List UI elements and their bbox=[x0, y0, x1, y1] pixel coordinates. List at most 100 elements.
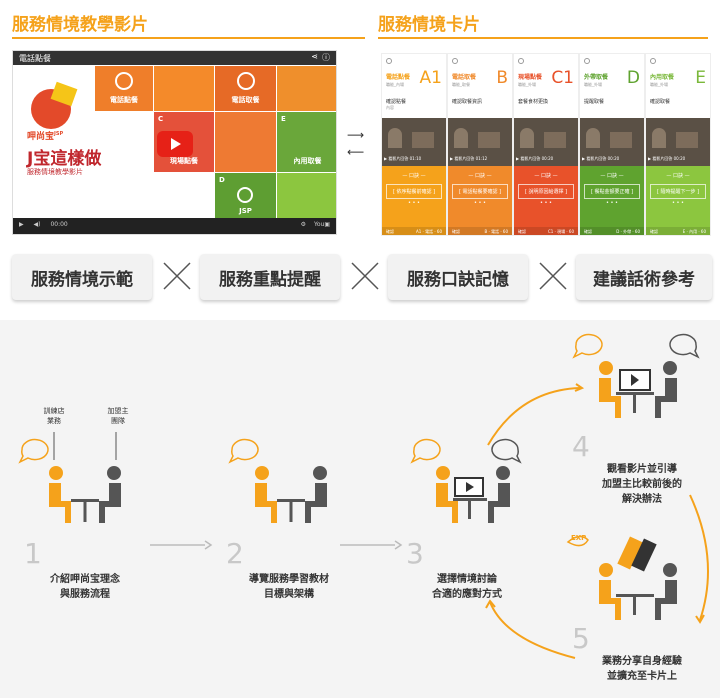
chip-scripts: 建議話術參考 bbox=[576, 254, 712, 300]
step1-figure bbox=[19, 432, 121, 523]
card-play-line[interactable]: ▶ 看影片回答 01:12 bbox=[450, 156, 488, 161]
card-desc: 套餐食材更換 bbox=[518, 99, 549, 105]
card-play-line[interactable]: ▶ 看影片回答 00:20 bbox=[582, 156, 620, 161]
label-franchisee: 加盟主 團隊 bbox=[107, 407, 129, 425]
card-photo: ▶ 看影片回答 01:10 bbox=[382, 118, 446, 166]
volume-icon[interactable]: ◀) bbox=[33, 221, 41, 228]
times-icon bbox=[539, 262, 567, 290]
play-button[interactable] bbox=[157, 131, 193, 157]
card-tag: 內用取餐 bbox=[650, 74, 675, 81]
card-rule: [ 說明原因給選擇 ] bbox=[518, 184, 574, 199]
video-subtitle: 服務情境教學影片 bbox=[27, 168, 83, 176]
card-sub: 職能_外場 bbox=[518, 82, 536, 87]
card-photo: ▶ 看影片回答 00:20 bbox=[646, 118, 710, 166]
chip-mnemonic: 服務口訣記憶 bbox=[388, 254, 528, 300]
play-control-icon[interactable]: ▶ bbox=[19, 221, 24, 228]
video-section-rule bbox=[12, 37, 365, 39]
step3-text: 選擇情境討論 合適的應對方式 bbox=[432, 574, 502, 600]
cards-section-title: 服務情境卡片 bbox=[378, 15, 480, 35]
hole-icon bbox=[518, 58, 524, 64]
card-letter: A1 bbox=[419, 68, 442, 88]
step1-text: 介紹呷尚宝理念 與服務流程 bbox=[50, 574, 120, 600]
step3-number: 3 bbox=[406, 537, 424, 570]
step4-number: 4 bbox=[572, 430, 590, 463]
tile-green bbox=[277, 173, 336, 221]
card-kou: — 口訣 — bbox=[600, 173, 624, 179]
card-desc: 確認取餐資訊 bbox=[452, 99, 483, 105]
phone-bag-icon bbox=[237, 72, 255, 90]
card-rule: [ 餐點金額要正確 ] bbox=[584, 184, 640, 199]
card-kou: — 口訣 — bbox=[468, 173, 492, 179]
card-desc: 確認點餐內容 bbox=[386, 99, 407, 110]
card-sub: 職能_內場 bbox=[386, 82, 404, 87]
card-tag: 電話取餐 bbox=[452, 74, 477, 81]
step2-text: 導覽服務學習教材 目標與架構 bbox=[249, 574, 329, 600]
process-flow-diagram bbox=[19, 333, 709, 659]
card-kou: — 口訣 — bbox=[402, 173, 426, 179]
scenario-card[interactable]: 外帶取餐 D 職能_外場 提醒取餐 ▶ 看影片回答 00:20 — 口訣 — [… bbox=[579, 53, 645, 236]
video-section-title: 服務情境教學影片 bbox=[12, 15, 148, 35]
card-letter: C1 bbox=[551, 68, 574, 88]
step4-text: 觀看影片並引導 加盟主比較前後的 解決辦法 bbox=[602, 464, 682, 505]
step5-text: 業務分享自身經驗 並擴充至卡片上 bbox=[602, 656, 682, 682]
card-play-line[interactable]: ▶ 看影片回答 00:20 bbox=[648, 156, 686, 161]
video-controls: ▶ ◀) 00:00 ⚙ You▣ bbox=[13, 218, 336, 234]
scenario-card[interactable]: 電話取餐 B 職能_取餐 確認取餐資訊 ▶ 看影片回答 01:12 — 口訣 —… bbox=[447, 53, 513, 236]
tile-phone-pickup[interactable]: 電話取餐 bbox=[215, 66, 276, 111]
card-letter: D bbox=[626, 68, 640, 88]
scenario-card[interactable]: 現場點餐 C1 職能_外場 套餐食材更換 ▶ 看影片回答 00:20 — 口訣 … bbox=[513, 53, 579, 236]
info-icon[interactable]: ⓘ bbox=[322, 53, 330, 62]
card-play-line[interactable]: ▶ 看影片回答 01:10 bbox=[384, 156, 422, 161]
play-icon bbox=[171, 138, 181, 150]
tile-takeout[interactable]: D JSP bbox=[215, 173, 276, 221]
hole-icon bbox=[452, 58, 458, 64]
card-rule: [ 依序點餐前確認 ] bbox=[386, 184, 442, 199]
label-trainer: 訓練店 業務 bbox=[43, 407, 65, 425]
step3-figure bbox=[411, 438, 521, 523]
tile-orange bbox=[154, 66, 214, 111]
card-sub: 職能_外場 bbox=[584, 82, 602, 87]
card-photo: ▶ 看影片回答 00:20 bbox=[514, 118, 578, 166]
settings-icon[interactable]: ⚙ bbox=[300, 221, 306, 228]
step2-figure bbox=[229, 438, 327, 523]
card-play-line[interactable]: ▶ 看影片回答 00:20 bbox=[516, 156, 554, 161]
card-rule: [ 隨時提醒下一步 ] bbox=[650, 184, 706, 199]
share-icon[interactable]: ⋖ bbox=[311, 52, 318, 61]
brand-logo: 呷尚宝JSP bbox=[27, 131, 64, 142]
tile-orange-2 bbox=[277, 66, 336, 111]
hole-icon bbox=[584, 58, 590, 64]
video-player[interactable]: 電話點餐 ⋖ ⓘ 呷尚宝JSP J宝這樣做 服務情境教學影片 電話點餐 電話取餐… bbox=[12, 50, 337, 235]
card-photo: ▶ 看影片回答 01:12 bbox=[448, 118, 512, 166]
times-icon bbox=[351, 262, 379, 290]
card-rule: [ 電話點餐要確認 ] bbox=[452, 184, 508, 199]
step5-figure bbox=[566, 535, 677, 620]
youtube-logo[interactable]: You▣ bbox=[313, 221, 330, 228]
card-desc: 提醒取餐 bbox=[584, 99, 605, 105]
card-sub: 職能_外場 bbox=[650, 82, 668, 87]
takeout-bag-icon bbox=[237, 187, 253, 203]
tile-dine-in[interactable]: E 內用取餐 bbox=[277, 112, 336, 172]
tile-orange-3 bbox=[215, 112, 276, 172]
step4-figure bbox=[573, 333, 699, 418]
card-sub: 職能_取餐 bbox=[452, 82, 470, 87]
phone-icon bbox=[115, 72, 133, 90]
card-tag: 電話點餐 bbox=[386, 74, 411, 81]
scenario-card[interactable]: 電話點餐 A1 職能_內場 確認點餐內容 ▶ 看影片回答 01:10 — 口訣 … bbox=[381, 53, 447, 236]
arrow-left-icon: ⟵ bbox=[347, 145, 365, 159]
scenario-card[interactable]: 內用取餐 E 職能_外場 確認取餐 ▶ 看影片回答 00:20 — 口訣 — [… bbox=[645, 53, 711, 236]
step5-number: 5 bbox=[572, 622, 590, 655]
card-letter: E bbox=[695, 68, 706, 88]
card-tag: 現場點餐 bbox=[518, 74, 543, 81]
step2-number: 2 bbox=[226, 537, 244, 570]
tile-phone-order[interactable]: 電話點餐 bbox=[95, 66, 153, 111]
card-tag: 外帶取餐 bbox=[584, 74, 609, 81]
chip-points: 服務重點提醒 bbox=[200, 254, 340, 300]
chip-demo: 服務情境示範 bbox=[12, 254, 152, 300]
